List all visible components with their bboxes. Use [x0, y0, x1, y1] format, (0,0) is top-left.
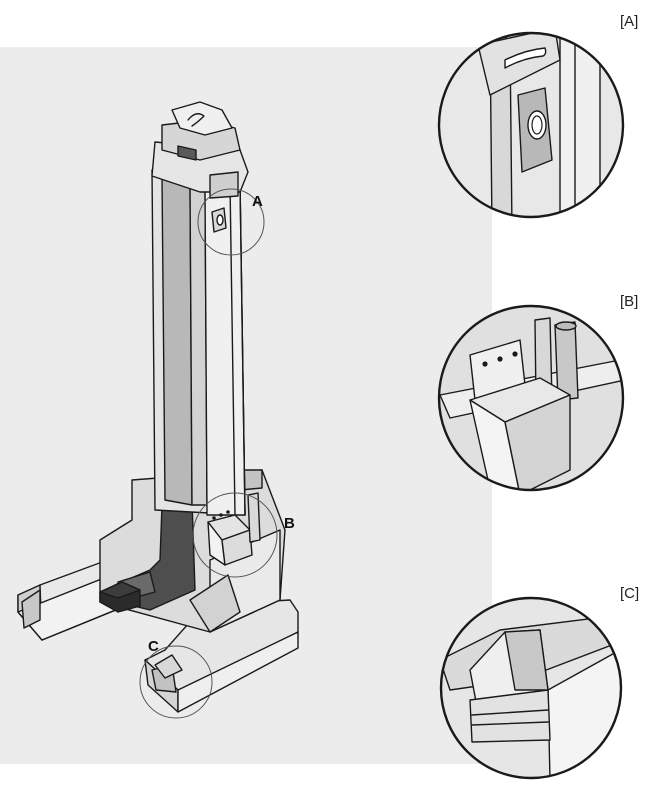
- detail-inset-b: [437, 304, 625, 492]
- mobile-column-lift: A B C: [17, 101, 299, 719]
- detail-inset-a: [437, 31, 625, 219]
- callout-circle-c: [139, 645, 213, 719]
- detail-tag-b: [B]: [620, 293, 638, 310]
- callout-letter-b: B: [284, 515, 295, 532]
- right-base-leg: [144, 599, 299, 713]
- bracket-part: [207, 492, 261, 566]
- control-box: [151, 101, 249, 199]
- detail-tag-c: [C]: [620, 585, 639, 602]
- callout-circle-b: [192, 492, 278, 578]
- detail-inset-c: [439, 596, 623, 780]
- callout-letter-a: A: [252, 193, 263, 210]
- eye-plate-part: [211, 207, 227, 233]
- detail-tag-a: [A]: [620, 13, 638, 30]
- callout-letter-c: C: [148, 638, 159, 655]
- callout-circle-a: [197, 188, 265, 256]
